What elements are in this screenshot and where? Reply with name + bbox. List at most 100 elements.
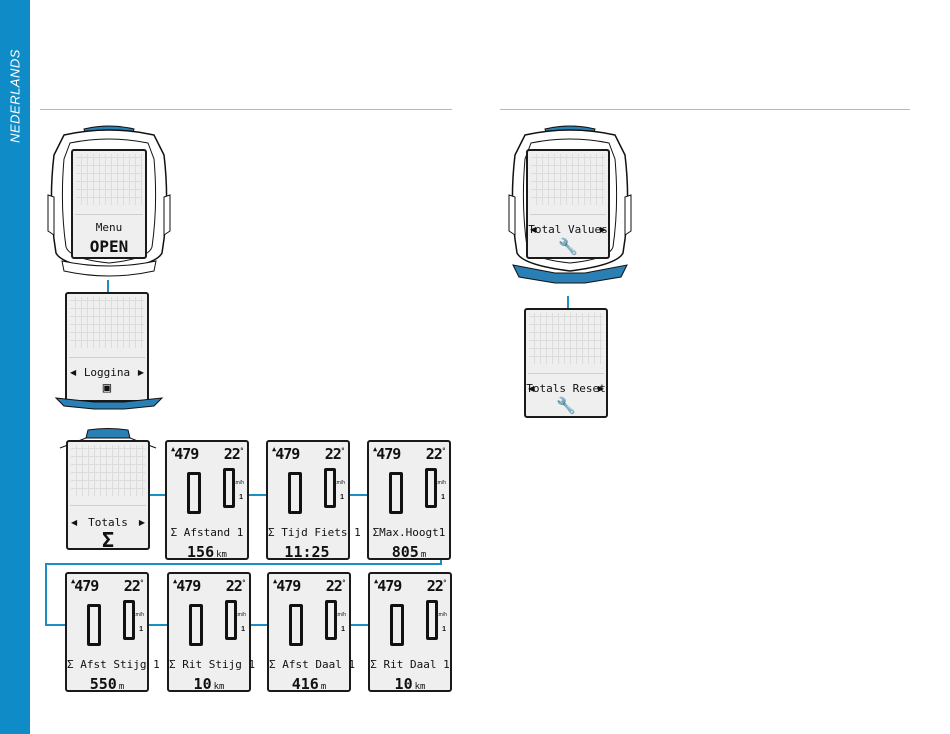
segment-digit xyxy=(289,604,303,646)
gear-indicator: 1 xyxy=(441,494,445,501)
temperature-readout: 22° xyxy=(426,577,447,595)
screen-label: Σ Rit Stijg 1 xyxy=(169,658,256,671)
section-divider-right xyxy=(500,109,910,110)
speed-unit: km/h xyxy=(235,612,246,618)
screen-label: Σ Afst Daal 1 xyxy=(269,658,356,671)
segment-digit xyxy=(225,600,237,640)
lcd-screen: ◀ ▶ Total Values 🔧 xyxy=(526,149,610,259)
temperature-readout: 22° xyxy=(223,445,244,463)
speed-unit: km/h xyxy=(233,480,244,486)
temperature-readout: 22° xyxy=(425,445,446,463)
language-label: NEDERLANDS xyxy=(7,49,23,143)
flow-connector xyxy=(45,563,47,625)
flow-connector xyxy=(149,624,167,626)
gear-indicator: 1 xyxy=(340,494,344,501)
total-values-label: Total Values xyxy=(528,223,608,236)
left-arrow-icon: ◀ xyxy=(70,368,77,377)
screen-label: Σ Afstand 1 xyxy=(170,526,244,539)
speed-unit: km/h xyxy=(335,612,346,618)
totals-label: Totals xyxy=(88,516,128,529)
segment-digit xyxy=(288,472,302,514)
device-bottom-bumper xyxy=(54,397,164,410)
segment-digit xyxy=(123,600,135,640)
gear-indicator: 1 xyxy=(139,626,143,633)
wrench-icon: 🔧 xyxy=(558,237,578,256)
segment-digit xyxy=(389,472,403,514)
flow-connector xyxy=(251,624,267,626)
lcd-totals-reset: ◀ ▶ Totals Reset 🔧 xyxy=(524,308,608,418)
temperature-readout: 22° xyxy=(123,577,144,595)
altitude-readout: ▲479 xyxy=(373,445,401,463)
menu-label: Menu xyxy=(95,221,123,234)
open-label: OPEN xyxy=(89,237,129,256)
flow-connector xyxy=(150,494,165,496)
segment-digit xyxy=(325,600,337,640)
left-arrow-icon: ◀ xyxy=(528,384,535,393)
lcd-data-screen: ▲479 22° km/h 1 Σ Tijd Fiets 1 11:25 xyxy=(266,440,361,561)
segment-digit xyxy=(187,472,201,514)
gear-indicator: 1 xyxy=(442,626,446,633)
altitude-readout: ▲479 xyxy=(273,577,301,595)
flow-connector xyxy=(567,296,569,308)
gear-indicator: 1 xyxy=(341,626,345,633)
segment-digit xyxy=(425,468,437,508)
totals-reset-label: Totals Reset xyxy=(526,382,606,395)
right-arrow-icon: ▶ xyxy=(597,384,604,393)
altitude-readout: ▲479 xyxy=(272,445,300,463)
lcd-loggina: ◀ ▶ Loggina ▣ xyxy=(65,292,149,402)
flow-connector xyxy=(351,624,368,626)
speed-unit: km/h xyxy=(436,612,447,618)
lcd-totals: ◀ ▶ Totals Σ xyxy=(66,440,150,552)
flow-connector xyxy=(107,280,109,292)
segment-digit xyxy=(390,604,404,646)
device-menu-open: Menu OPEN xyxy=(44,125,174,280)
floppy-disk-icon: ▣ xyxy=(102,380,112,396)
flow-connector xyxy=(350,494,367,496)
language-sidebar: NEDERLANDS xyxy=(0,0,30,734)
flow-connector xyxy=(45,563,442,565)
altitude-readout: ▲479 xyxy=(374,577,402,595)
segment-digit xyxy=(426,600,438,640)
left-arrow-icon: ◀ xyxy=(530,225,537,234)
segment-digit xyxy=(87,604,101,646)
altitude-readout: ▲479 xyxy=(171,445,199,463)
segment-digit xyxy=(223,468,235,508)
speed-unit: km/h xyxy=(133,612,144,618)
screen-label: Σ Afst Stijg 1 xyxy=(67,658,160,671)
screen-label: ΣMax.Hoogt1 xyxy=(372,526,446,539)
altitude-readout: ▲479 xyxy=(71,577,99,595)
flow-connector xyxy=(45,624,65,626)
screen-label: Σ Tijd Fiets 1 xyxy=(268,526,361,539)
temperature-readout: 22° xyxy=(324,445,345,463)
temperature-readout: 22° xyxy=(325,577,346,595)
gear-indicator: 1 xyxy=(239,494,243,501)
screen-value: 11:25 xyxy=(284,543,330,561)
sigma-icon: Σ xyxy=(101,528,115,552)
loggina-label: Loggina xyxy=(83,366,131,379)
right-arrow-icon: ▶ xyxy=(137,368,144,377)
altitude-readout: ▲479 xyxy=(173,577,201,595)
device-total-values: ◀ ▶ Total Values 🔧 xyxy=(505,125,635,285)
right-arrow-icon: ▶ xyxy=(599,225,606,234)
temperature-readout: 22° xyxy=(225,577,246,595)
screen-label: Σ Rit Daal 1 xyxy=(370,658,450,671)
section-divider-left xyxy=(40,109,452,110)
right-arrow-icon: ▶ xyxy=(138,518,145,527)
speed-unit: km/h xyxy=(435,480,446,486)
speed-unit: km/h xyxy=(334,480,345,486)
segment-digit xyxy=(189,604,203,646)
wrench-icon: 🔧 xyxy=(556,396,576,415)
segment-digit xyxy=(324,468,336,508)
